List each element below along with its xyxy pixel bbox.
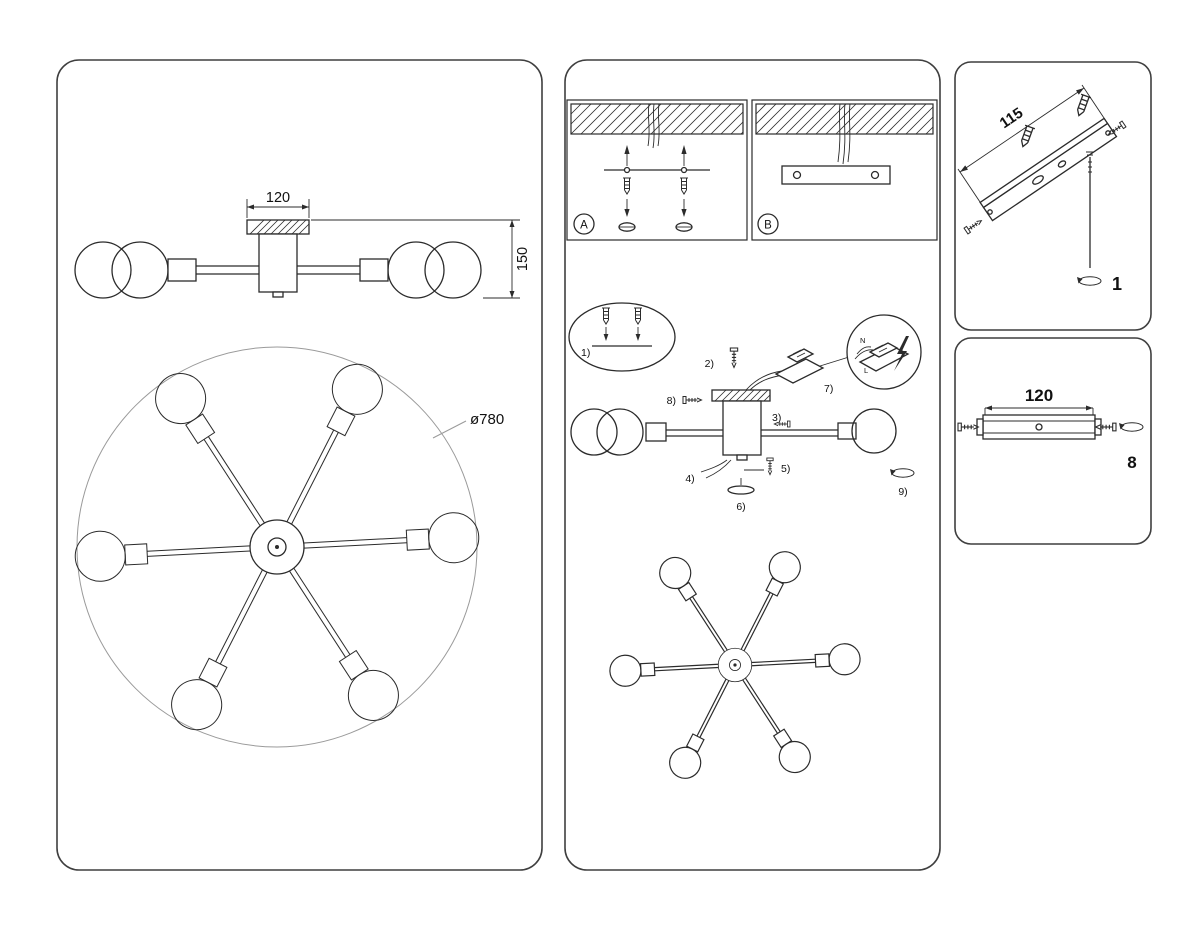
mounting-bar-flange (979, 117, 1109, 209)
bulb-outline (851, 408, 897, 454)
bracket-front (982, 414, 1096, 440)
installation-panel: A B 1) 2) (564, 59, 941, 871)
step-4-label: 4) (685, 473, 694, 485)
bracket-screw-panel: 120 8 (954, 337, 1152, 545)
side-width-dimension: 120 (266, 190, 290, 206)
canopy-nub (736, 454, 748, 461)
step-2-label: 2) (705, 358, 714, 370)
socket (167, 258, 197, 282)
left-panel-border (56, 59, 543, 871)
live-terminal-label: L (864, 366, 868, 375)
side-view-drawing: 120 150 (74, 190, 531, 299)
socket (359, 258, 389, 282)
step-number-1: 1 (1112, 274, 1122, 294)
neutral-terminal-label: N (860, 336, 865, 345)
canopy-nub (272, 291, 284, 298)
electric-hazard-icon (894, 336, 909, 371)
arrow-down-icon (681, 209, 687, 217)
arrow-up-icon (681, 145, 687, 154)
step-5-label: 5) (781, 463, 790, 475)
step-b-diagram: B (751, 99, 938, 241)
side-height-dimension: 150 (515, 247, 531, 271)
left-panel: 120 150 (56, 59, 543, 871)
lamp-wires (700, 459, 732, 479)
step1-inset (568, 302, 676, 372)
diameter-dimension: ø780 (470, 411, 504, 428)
bracket-screw-border (954, 337, 1152, 545)
bulb-outline (570, 408, 618, 456)
arrow-up-icon (624, 145, 630, 154)
cover-disc (727, 485, 755, 495)
ceiling-wires (837, 103, 851, 165)
ceiling-wires (647, 103, 660, 149)
step-a-label: A (580, 220, 588, 232)
step-b-label: B (764, 220, 772, 232)
bracket-width-dimension: 120 (1025, 386, 1053, 405)
wiring-inset: N L (846, 314, 922, 390)
step-a-diagram: A (566, 99, 748, 241)
canopy-body (258, 233, 298, 293)
bracket-plate (774, 358, 825, 384)
bulb-outline (424, 241, 482, 299)
step-6-label: 6) (736, 501, 745, 513)
step-number-8: 8 (1127, 453, 1136, 472)
ceiling-section (570, 103, 744, 135)
sputnik-plan (73, 355, 481, 739)
top-view-drawing: ø780 (73, 346, 504, 748)
inset-wires (854, 346, 874, 360)
canopy-body (722, 400, 762, 456)
bulb-outline (596, 408, 644, 456)
step-a-badge (573, 213, 595, 235)
arrow-down-icon (624, 209, 630, 217)
socket (645, 422, 667, 442)
socket (837, 422, 857, 440)
bulb-outline (74, 241, 132, 299)
exploded-view: 1) 2) 8) 3) (568, 302, 922, 513)
step-9-label: 9) (898, 486, 907, 498)
step-7-label: 7) (824, 383, 833, 395)
step-8-label: 8) (667, 395, 676, 407)
step-b-badge (757, 213, 779, 235)
bracket-mounting-panel: 115 1 (954, 61, 1152, 331)
step-3-label: 3) (772, 412, 781, 424)
step-1-label: 1) (581, 347, 590, 359)
assembled-view (608, 546, 862, 784)
mounted-bracket (781, 165, 891, 185)
